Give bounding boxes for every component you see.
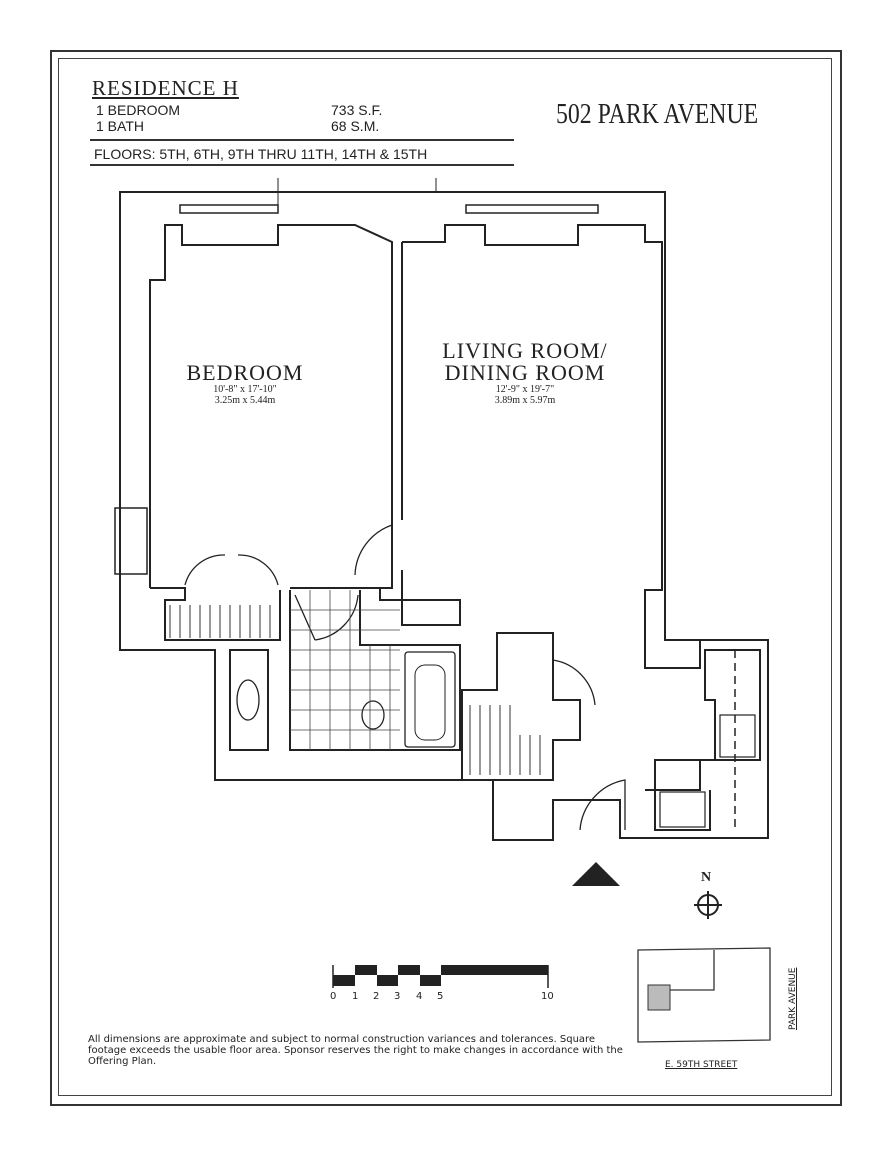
living-room-label: LIVING ROOM/ DINING ROOM 12'-9" x 19'-7"…	[425, 338, 625, 407]
disclaimer: All dimensions are approximate and subje…	[88, 1034, 623, 1067]
room-dim-metric: 3.89m x 5.97m	[494, 395, 556, 406]
scale-tick: 0	[330, 991, 337, 1002]
bedroom-count: 1 BEDROOM	[96, 102, 181, 118]
room-name: DINING ROOM	[444, 360, 606, 385]
street-59th: E. 59TH STREET	[665, 1060, 738, 1070]
bath-count: 1 BATH	[96, 118, 144, 134]
room-dim-metric: 3.25m x 5.44m	[214, 395, 276, 406]
floors-list: FLOORS: 5TH, 6TH, 9TH THRU 11TH, 14TH & …	[94, 146, 428, 162]
divider	[90, 139, 514, 141]
scale-bar	[332, 965, 549, 988]
closet-walls	[461, 632, 581, 781]
key-plan	[637, 947, 771, 1043]
scale-tick: 2	[373, 991, 380, 1002]
area-sf: 733 S.F.	[331, 102, 383, 118]
bedroom-label: BEDROOM 10'-8" x 17'-10" 3.25m x 5.44m	[170, 360, 320, 407]
room-name: LIVING ROOM/	[442, 338, 608, 363]
kitchen-sink	[719, 714, 756, 758]
entry-arrow-icon	[572, 862, 620, 886]
living-walls	[402, 224, 701, 669]
entry-door	[579, 779, 626, 831]
exterior-wall	[119, 191, 769, 841]
compass-label: N	[701, 870, 712, 885]
divider	[90, 164, 514, 166]
page-border	[50, 50, 842, 1106]
north-arrow-icon	[694, 891, 722, 919]
bath-tile-grid	[290, 590, 400, 750]
kitchen-walls	[645, 649, 761, 831]
residence-title: RESIDENCE H	[92, 76, 239, 100]
scale-tick: 1	[352, 991, 359, 1002]
scale-tick: 5	[437, 991, 444, 1002]
street-park-avenue: PARK AVENUE	[788, 967, 798, 1030]
room-dim-imperial: 12'-9" x 19'-7"	[495, 384, 555, 395]
bath-door	[294, 594, 359, 641]
page-border-inner	[58, 58, 832, 1096]
scale-tick: 3	[394, 991, 401, 1002]
toilet	[361, 700, 385, 730]
sink	[236, 679, 260, 721]
closet-shelving	[169, 605, 541, 775]
bathtub	[404, 651, 456, 748]
bathroom-walls	[289, 590, 461, 751]
bedroom-walls	[149, 224, 393, 589]
scale-tick: 4	[416, 991, 423, 1002]
area-sm: 68 S.M.	[331, 118, 380, 134]
stove	[659, 791, 706, 828]
scale-tick: 10	[541, 991, 554, 1002]
room-dim-imperial: 10'-8" x 17'-10"	[213, 384, 277, 395]
room-name: BEDROOM	[186, 360, 304, 385]
closet-door	[184, 554, 279, 586]
bedroom-door	[354, 524, 393, 576]
building-address: 502 PARK AVENUE	[556, 98, 759, 130]
